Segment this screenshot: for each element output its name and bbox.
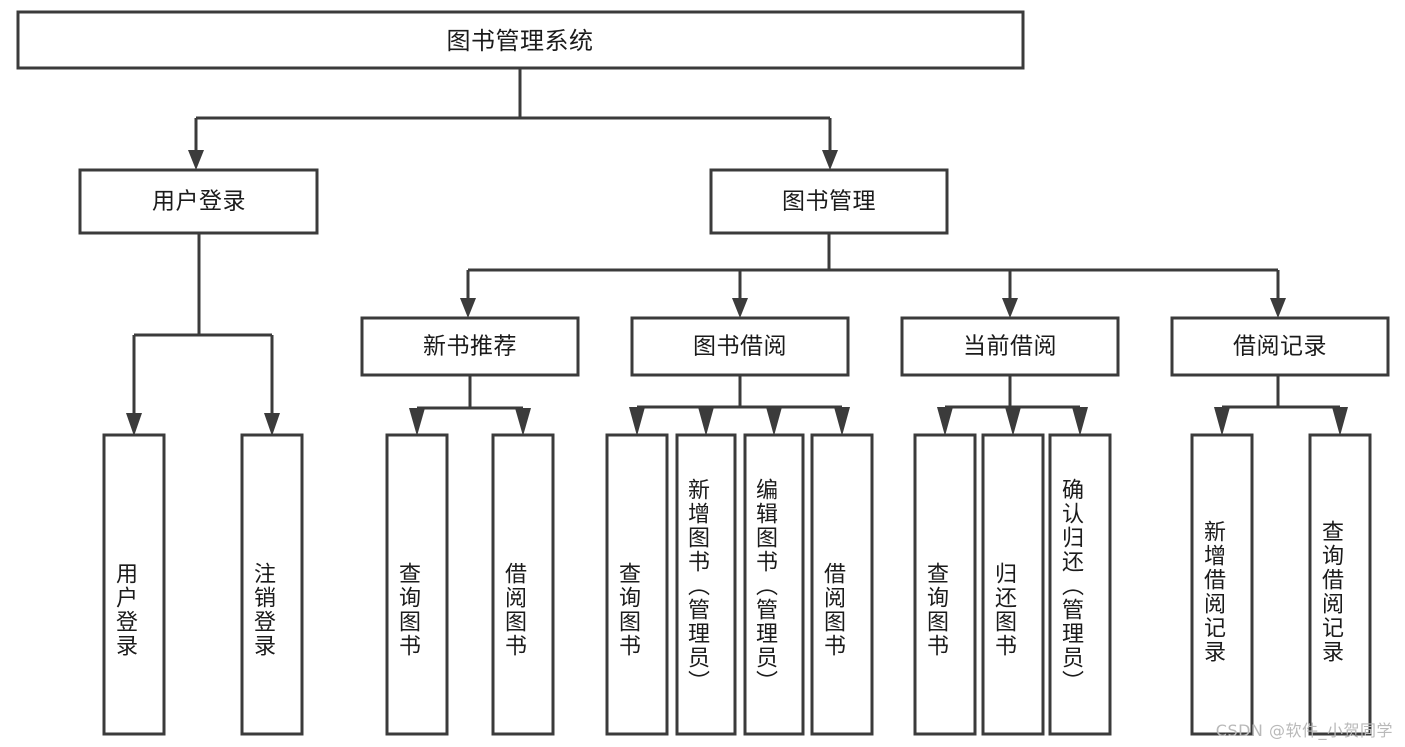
node-leaf-borrow-book-2-box[interactable] (810, 433, 874, 736)
arrow-head-records (1270, 298, 1286, 318)
arrow-head-leaf-query-book-1 (409, 408, 425, 436)
node-leaf-query-book-1-box[interactable] (385, 433, 449, 736)
arrow-head-leaf-add-book (698, 407, 714, 436)
node-book-borrow-label: 图书借阅 (693, 334, 787, 360)
arrow-head-leaf-return-book (1005, 407, 1021, 436)
node-book-management-label: 图书管理 (782, 189, 876, 215)
node-leaf-query-book-3-box[interactable] (913, 433, 977, 736)
node-leaf-logout-box[interactable] (240, 433, 304, 736)
arrow-head-leaf-edit-book (766, 407, 782, 436)
node-borrow-records-label: 借阅记录 (1233, 334, 1327, 360)
arrow-head-leaf-query-book-2 (629, 407, 645, 436)
arrow-head-leaf-borrow-book-2 (834, 407, 850, 436)
node-book-borrow-box[interactable] (630, 316, 850, 377)
node-leaf-query-record-box[interactable] (1308, 433, 1372, 736)
node-root-label: 图书管理系统 (447, 27, 594, 55)
arrow-head-leaf-user-login (126, 413, 142, 436)
arrow-head-borrow (732, 298, 748, 318)
node-leaf-add-record-box[interactable] (1190, 433, 1254, 736)
arrow-head-leaf-borrow-book-1 (515, 408, 531, 436)
node-current-borrow-label: 当前借阅 (963, 334, 1057, 360)
csdn-watermark: CSDN @软件_小贺同学 (1215, 721, 1393, 740)
node-layer: 图书管理系统 用户登录 图书管理 新书推荐 图书借阅 当前借阅 借阅记录 (16, 10, 1390, 736)
node-root-box[interactable] (16, 10, 1025, 70)
node-leaf-borrow-book-1-box[interactable] (491, 433, 555, 736)
node-leaf-query-book-2-box[interactable] (605, 433, 669, 736)
node-leaf-add-book-box[interactable] (675, 433, 737, 736)
arrow-head-leaf-query-record (1332, 407, 1348, 436)
connector-layer (126, 68, 1348, 436)
arrow-head-leaf-add-record (1214, 407, 1230, 436)
node-book-management-box[interactable] (709, 168, 949, 235)
node-borrow-records-box[interactable] (1170, 316, 1390, 377)
arrow-head-leaf-logout (264, 413, 280, 436)
node-user-login-box[interactable] (78, 168, 319, 235)
node-leaf-user-login-box[interactable] (102, 433, 166, 736)
arrow-head-userlogin (188, 150, 204, 170)
node-user-login-label: 用户登录 (152, 189, 246, 215)
node-new-book-recommend-box[interactable] (360, 316, 580, 377)
node-leaf-edit-book-box[interactable] (743, 433, 805, 736)
arrow-head-current (1002, 298, 1018, 318)
arrow-head-newbook (460, 298, 476, 318)
node-leaf-return-book-box[interactable] (981, 433, 1045, 736)
arrow-head-leaf-confirm-return (1072, 407, 1088, 436)
arrow-head-bookmgmt (822, 150, 838, 170)
node-current-borrow-box[interactable] (900, 316, 1120, 377)
node-new-book-recommend-label: 新书推荐 (423, 334, 517, 360)
node-leaf-confirm-return-box[interactable] (1048, 433, 1112, 736)
arrow-head-leaf-query-book-3 (937, 407, 953, 436)
